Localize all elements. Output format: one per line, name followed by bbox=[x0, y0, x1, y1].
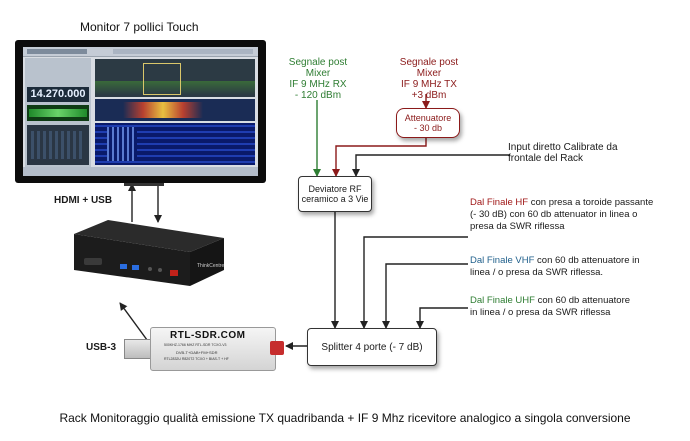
hf-rest1: con presa a toroide passante bbox=[528, 197, 654, 208]
hf-prefix: Dal Finale bbox=[470, 197, 516, 208]
uhf-band: UHF bbox=[515, 295, 535, 306]
direct-input-label: Input diretto Calibrate da frontale del … bbox=[508, 142, 618, 164]
frequency-display: 14.270.000 bbox=[27, 87, 89, 102]
diagram-caption: Rack Monitoraggio qualità emissione TX q… bbox=[59, 411, 631, 425]
monitor-title: Monitor 7 pollici Touch bbox=[80, 20, 199, 34]
vhf-input-label: Dal Finale VHF con 60 db attenuatore in … bbox=[470, 255, 640, 279]
sdr-line3: RTL2832U R820T2 TCXO + BIAS-T + HF bbox=[164, 357, 229, 361]
tx-signal-line1: Segnale post Mixer bbox=[399, 57, 459, 79]
uhf-rest1: con 60 db attenuatore bbox=[534, 295, 631, 306]
deviator-line1: Deviatore RF bbox=[308, 184, 362, 194]
tx-signal-label: Segnale post Mixer IF 9 MHz TX +3 dBm bbox=[388, 57, 470, 101]
rx-signal-line2: IF 9 MHz RX bbox=[289, 79, 347, 90]
deviator-line2: ceramico a 3 Vie bbox=[301, 194, 369, 204]
splitter-label: Splitter 4 porte (- 7 dB) bbox=[321, 341, 423, 353]
attenuator-line1: Attenuatore bbox=[404, 113, 452, 123]
uhf-input-line bbox=[416, 307, 468, 329]
sdr-brand: RTL-SDR.COM bbox=[170, 330, 246, 341]
tx-signal-line2: IF 9 MHz TX bbox=[401, 79, 457, 90]
attenuator-line2: - 30 db bbox=[413, 123, 443, 133]
hdmi-usb-label: HDMI + USB bbox=[54, 195, 113, 206]
hf-input-label: Dal Finale HF con presa a toroide passan… bbox=[470, 197, 653, 233]
hf-line2: (- 30 dB) con 60 db attenuator in linea … bbox=[470, 209, 638, 220]
rx-signal-label: Segnale post Mixer IF 9 MHz RX - 120 dBm bbox=[282, 57, 354, 101]
tx-signal-line3: +3 dBm bbox=[411, 90, 447, 101]
vhf-prefix: Dal Finale bbox=[470, 255, 516, 266]
deviator-box: Deviatore RF ceramico a 3 Vie bbox=[298, 176, 372, 212]
vhf-line2: linea / o presa da SWR riflessa. bbox=[470, 267, 604, 278]
splitter-box: Splitter 4 porte (- 7 dB) bbox=[307, 328, 437, 366]
vhf-input-line bbox=[382, 263, 468, 329]
frequency-readout: 14.270.000 bbox=[30, 88, 86, 100]
monitor-stand bbox=[124, 183, 164, 186]
mini-pc: ThinkCentre bbox=[60, 220, 226, 290]
rx-signal-line1: Segnale post Mixer bbox=[288, 57, 348, 79]
direct-input-line2: frontale del Rack bbox=[508, 153, 584, 164]
hf-band: HF bbox=[515, 197, 529, 208]
hf-line3: presa da SWR riflessa bbox=[470, 221, 565, 232]
uhf-input-label: Dal Finale UHF con 60 db attenuatore in … bbox=[470, 295, 630, 319]
rx-signal-line3: - 120 dBm bbox=[294, 90, 342, 101]
rtl-sdr-dongle: RTL-SDR.COM 500KHZ-1766 MHZ RTL-SDR TCXO… bbox=[124, 327, 286, 371]
uhf-prefix: Dal Finale bbox=[470, 295, 516, 306]
pc-brand: ThinkCentre bbox=[197, 263, 225, 269]
sdr-line1: 500KHZ-1766 MHZ RTL-SDR TCXO-V3 bbox=[164, 343, 227, 347]
monitor-screen: 14.270.000 bbox=[23, 47, 258, 176]
attenuator-output-line bbox=[332, 138, 427, 177]
attenuator-box: Attenuatore - 30 db bbox=[396, 108, 460, 138]
monitor: 14.270.000 bbox=[15, 40, 266, 183]
uhf-line2: in linea / o presa da SWR riflessa bbox=[470, 307, 611, 318]
direct-input-line bbox=[352, 154, 510, 177]
vhf-rest1: con 60 db attenuatore in bbox=[534, 255, 640, 266]
usb3-label: USB-3 bbox=[86, 342, 117, 353]
hf-input-line bbox=[360, 236, 468, 329]
direct-input-line1: Input diretto Calibrate da bbox=[508, 142, 618, 153]
vhf-band: VHF bbox=[515, 255, 535, 266]
sdr-line2: DVB-T+DAB+FM+SDR bbox=[176, 350, 218, 355]
usb3-cable-line bbox=[119, 302, 151, 345]
